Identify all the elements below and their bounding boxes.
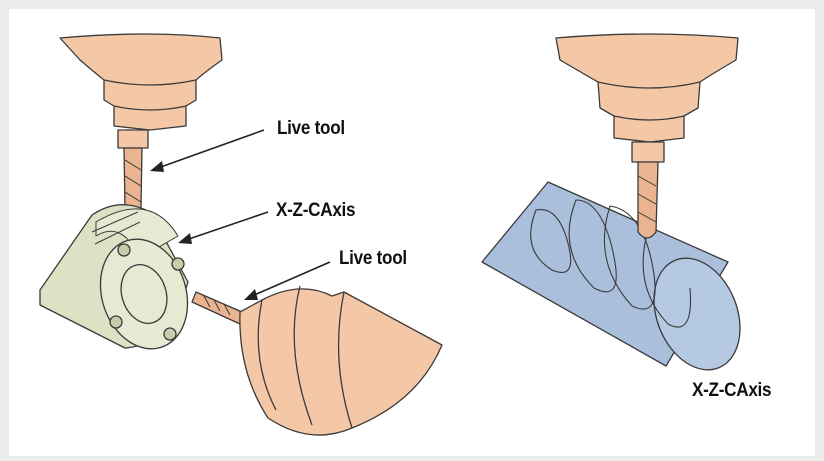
label-x-z-c-axis-right: X-Z-CAxis [692, 380, 771, 402]
label-x-z-c-axis-left: X-Z-CAxis [276, 200, 355, 222]
arrow-live-tool-top [150, 130, 264, 172]
live-tool-top-left [124, 148, 142, 213]
side-spindle-left [240, 286, 442, 435]
top-spindle-left [60, 34, 222, 148]
label-live-tool-side: Live tool [339, 248, 407, 270]
live-tool-side-left [192, 292, 242, 324]
live-tool-right [638, 162, 658, 238]
top-spindle-right [556, 34, 738, 162]
workpiece-left [40, 205, 201, 361]
workpiece-right [482, 182, 756, 383]
arrow-x-z-c-axis-left [178, 212, 268, 244]
label-live-tool-top: Live tool [277, 118, 345, 140]
